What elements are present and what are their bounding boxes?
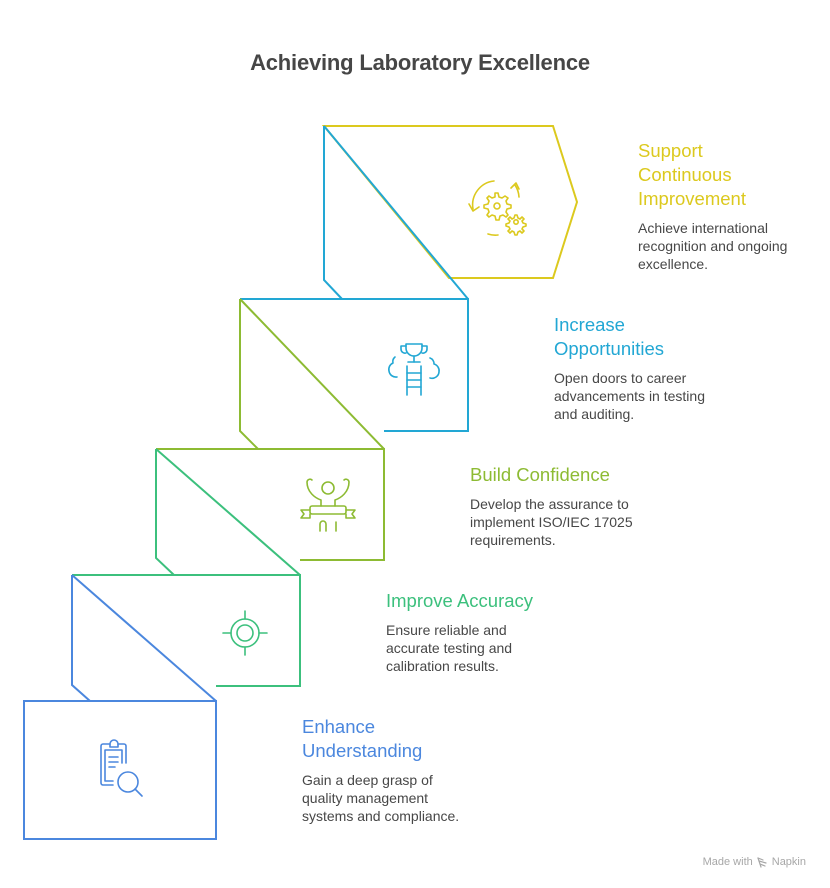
step-1-front-panel (23, 700, 217, 840)
napkin-brand-label: Napkin (771, 856, 806, 868)
step-5-text: Support Continuous Improvement Achieve i… (638, 139, 823, 273)
step-5-title: Support Continuous Improvement (638, 140, 746, 209)
step-3-text: Build Confidence Develop the assurance t… (470, 463, 670, 549)
step-1-description: Gain a deep grasp of quality management … (302, 772, 460, 824)
step-2-description: Ensure reliable and accurate testing and… (386, 622, 513, 674)
step-4-front-panel (240, 298, 469, 432)
napkin-logo-icon (757, 856, 767, 868)
gears-cycle-icon (468, 180, 527, 236)
step-2-front-panel (72, 574, 301, 687)
step-4-text: Increase Opportunities Open doors to car… (554, 313, 754, 423)
step-2-text: Improve Accuracy Ensure reliable and acc… (386, 589, 586, 675)
step-3-title: Build Confidence (470, 464, 610, 485)
step-2-side-panel (71, 574, 217, 702)
step-3-front-panel (156, 448, 385, 561)
step-2-title: Improve Accuracy (386, 590, 534, 611)
step-3-side-panel (155, 448, 301, 576)
step-4-title: Increase Opportunities (554, 314, 665, 359)
made-with-napkin-badge[interactable]: Made with Napkin (703, 856, 806, 868)
step-5-side-panel (323, 125, 469, 300)
clipboard-search-icon (100, 739, 143, 797)
step-5-front-panel (321, 125, 579, 279)
winner-person-icon (300, 478, 356, 532)
step-5-description: Achieve international recognition and on… (638, 220, 788, 272)
step-4-description: Open doors to career advancements in tes… (554, 370, 705, 422)
target-crosshair-icon (222, 610, 268, 656)
made-with-label: Made with (702, 856, 753, 868)
trophy-ladder-icon (388, 343, 440, 396)
step-3-description: Develop the assurance to implement ISO/I… (470, 496, 633, 548)
step-1-text: Enhance Understanding Gain a deep grasp … (302, 715, 502, 825)
step-4-side-panel (239, 298, 385, 450)
step-1-title: Enhance Understanding (302, 716, 423, 761)
diagram-title: Achieving Laboratory Excellence (250, 50, 590, 75)
